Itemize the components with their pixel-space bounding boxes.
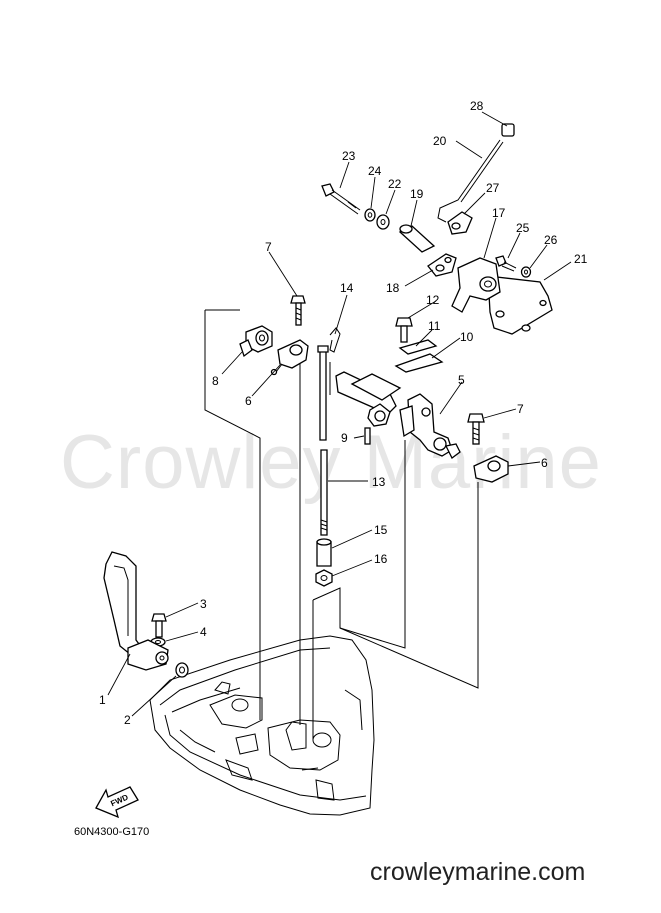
- part-25-bolt: [495, 255, 517, 272]
- part-5-shift-shaft: [335, 371, 461, 459]
- part-23-bolt: [321, 183, 361, 215]
- part-15-collar: [316, 538, 332, 567]
- part-22-washer: [376, 214, 390, 230]
- part-24-washer: [364, 208, 376, 222]
- part-16-nut: [315, 569, 333, 587]
- part-14-clip: [329, 327, 341, 353]
- lower-cowling: [149, 635, 375, 816]
- callout-2: 2: [124, 713, 131, 727]
- callout-9: 9: [341, 431, 348, 445]
- part-19-collar: [398, 224, 436, 253]
- part-18-link: [427, 253, 457, 277]
- callout-24: 24: [368, 164, 382, 178]
- callout-13: 13: [372, 475, 386, 489]
- callout-15: 15: [374, 523, 388, 537]
- callout-4: 4: [200, 625, 207, 639]
- part-20-throttle-rod: [437, 139, 504, 223]
- callout-20: 20: [433, 134, 447, 148]
- part-6-lever-lower: [473, 455, 509, 483]
- fwd-arrow-icon: FWD: [95, 786, 139, 819]
- part-26-washer: [520, 266, 532, 278]
- callout-16: 16: [374, 552, 388, 566]
- part-27-joint: [447, 211, 473, 235]
- part-1-shift-lever: [103, 551, 169, 671]
- part-11-plate: [398, 339, 438, 355]
- part-6-lever-upper: [270, 339, 309, 376]
- callout-6-upper: 6: [245, 394, 252, 408]
- part-12-bolt: [395, 317, 413, 343]
- part-17-lever: [451, 257, 501, 313]
- callout-23: 23: [342, 149, 356, 163]
- part-28-clip: [501, 123, 515, 137]
- callout-28: 28: [470, 99, 484, 113]
- callout-25: 25: [516, 221, 530, 235]
- callout-21: 21: [574, 252, 588, 266]
- callout-18: 18: [386, 281, 400, 295]
- part-7-bolt-lower: [467, 413, 485, 445]
- part-21-bracket: [487, 275, 553, 335]
- callout-labels: 28 20 23 24 22 19 27 17 25 26 21 18 7 14…: [99, 99, 588, 727]
- part-7-bolt-upper: [290, 295, 306, 326]
- callout-11: 11: [428, 319, 441, 333]
- callout-5: 5: [458, 373, 465, 387]
- leader-lines: [107, 111, 572, 717]
- callout-19: 19: [410, 187, 424, 201]
- callout-22: 22: [388, 177, 402, 191]
- part-3-bolt: [151, 613, 167, 638]
- callout-8: 8: [212, 374, 219, 388]
- callout-7-lower: 7: [517, 402, 524, 416]
- part-9-pin: [364, 427, 371, 445]
- diagram-code: 60N4300-G170: [74, 826, 149, 838]
- callout-6-lower: 6: [541, 456, 548, 470]
- linkage-outline-lines: [204, 309, 479, 740]
- callout-12: 12: [426, 293, 440, 307]
- callout-27: 27: [486, 181, 500, 195]
- callout-10: 10: [460, 330, 474, 344]
- callout-7-upper: 7: [265, 240, 272, 254]
- website-text: crowleymarine.com: [370, 858, 585, 886]
- callout-1: 1: [99, 693, 106, 707]
- part-13-link-rod: [317, 345, 329, 536]
- watermark-text: Crowley Marine: [60, 420, 602, 505]
- part-8-collar: [239, 325, 273, 358]
- callout-3: 3: [200, 597, 207, 611]
- part-2-oring: [175, 662, 189, 678]
- callout-17: 17: [492, 206, 506, 220]
- callout-26: 26: [544, 233, 558, 247]
- callout-14: 14: [340, 281, 354, 295]
- part-10-plate: [394, 353, 444, 373]
